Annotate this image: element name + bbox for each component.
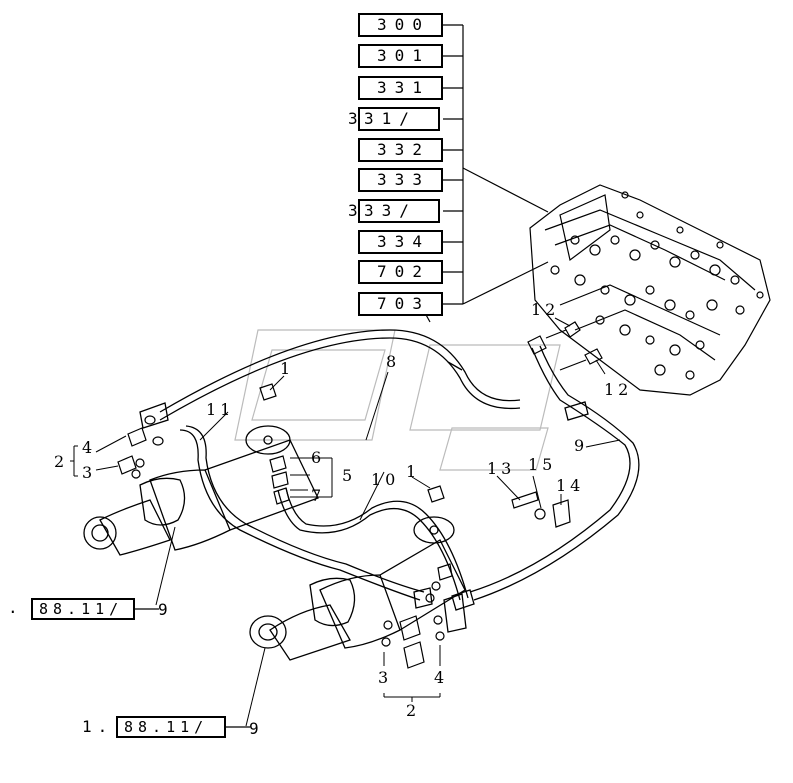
- callout-10: 10: [371, 470, 400, 489]
- callout-8: 8: [386, 352, 401, 371]
- bottom-ref-2-leader: [226, 726, 250, 728]
- callout-14: 14: [556, 476, 585, 495]
- ref-box-300[interactable]: 300: [358, 13, 443, 37]
- callout-1-middle: 1: [406, 462, 421, 481]
- ref-box-301[interactable]: 301: [358, 44, 443, 68]
- bottom-ref-2-box[interactable]: 88.11/: [116, 716, 226, 738]
- valve-fittings: [527, 321, 603, 371]
- callout-2-bottom: 2: [406, 701, 421, 720]
- ref-box-702[interactable]: 702: [358, 260, 443, 284]
- ref-box-333[interactable]: 333: [358, 168, 443, 192]
- callout-11: 11: [206, 400, 235, 419]
- cylinder-upper: [83, 425, 319, 556]
- bottom-ref-1-leader: [135, 608, 159, 610]
- ref-box-334[interactable]: 334: [358, 230, 443, 254]
- fittings: [117, 383, 571, 669]
- ref-box-331[interactable]: 331: [358, 76, 443, 100]
- bottom-ref-2-suffix: 9: [249, 719, 259, 738]
- hose-11: [179, 425, 433, 609]
- ref-box-333-slash-prefix: 3: [348, 201, 358, 220]
- callout-2-left: 2: [54, 452, 69, 471]
- callout-leaders: [70, 317, 621, 727]
- ref-box-331-slash-prefix: 3: [348, 109, 358, 128]
- callout-12-lower: 12: [604, 380, 633, 399]
- callout-9-right: 9: [574, 436, 589, 455]
- hose-8: [139, 329, 521, 429]
- callout-5: 5: [342, 466, 357, 485]
- callout-6: 6: [311, 448, 326, 467]
- callout-13: 13: [487, 459, 516, 478]
- watermark: [234, 329, 561, 471]
- bottom-ref-1-box[interactable]: 88.11/: [31, 598, 135, 620]
- ref-box-333-slash[interactable]: 33/: [358, 199, 440, 223]
- hose-9: [451, 345, 640, 611]
- callout-12-upper: 12: [531, 300, 560, 319]
- callout-7: 7: [311, 486, 326, 505]
- bottom-ref-2-prefix: 1.: [82, 717, 114, 736]
- bottom-ref-1-suffix: 9: [158, 600, 168, 619]
- ref-box-331-slash[interactable]: 31/: [358, 107, 440, 131]
- cylinder-lower: [249, 516, 466, 661]
- ref-box-332[interactable]: 332: [358, 138, 443, 162]
- control-valve: [529, 184, 771, 396]
- callout-4-bottom: 4: [434, 668, 449, 687]
- callout-15: 15: [528, 455, 557, 474]
- ref-box-703[interactable]: 703: [358, 292, 443, 316]
- callout-4-left: 4: [82, 438, 97, 457]
- callout-3-bottom: 3: [378, 668, 393, 687]
- callout-1-upper: 1: [280, 359, 295, 378]
- callout-3-left: 3: [82, 463, 97, 482]
- bottom-ref-1-prefix: .: [8, 598, 18, 617]
